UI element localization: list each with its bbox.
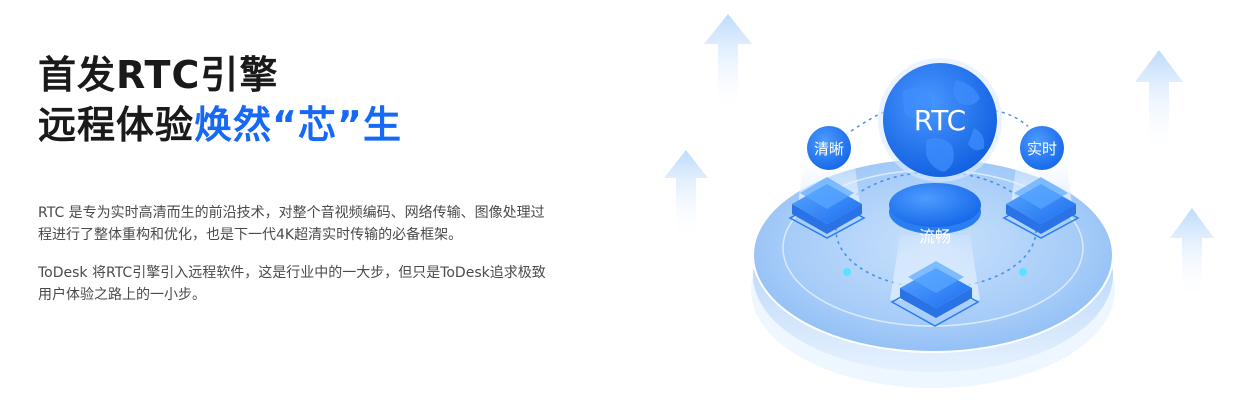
- up-arrow-icon: [1135, 50, 1183, 155]
- up-arrow-icon: [704, 14, 752, 115]
- up-arrow-icon: [1170, 208, 1214, 300]
- node-left-label: 清晰: [814, 140, 844, 158]
- description-paragraph-2: ToDesk 将RTC引擎引入远程软件，这是行业中的一大步，但只是ToDesk追…: [38, 265, 546, 303]
- globe-icon: [878, 58, 1002, 182]
- hero-title: 首发RTC引擎 远程体验焕然“芯”生: [38, 50, 578, 150]
- chip-icon: [788, 177, 866, 239]
- globe-label: RTC: [914, 104, 966, 137]
- chip-icon: [890, 261, 980, 327]
- hero-text: 首发RTC引擎 远程体验焕然“芯”生 RTC 是专为实时高清而生的前沿技术，对整…: [38, 50, 578, 306]
- title-line-2-accent: 焕然“芯”生: [194, 103, 402, 147]
- title-line-2-plain: 远程体验: [38, 103, 195, 147]
- description-paragraph-1: RTC 是专为实时高清而生的前沿技术，对整个音视频编码、网络传输、图像处理过程进…: [38, 205, 545, 243]
- rtc-illustration: 流畅 清晰 实时 RTC: [640, 0, 1249, 403]
- up-arrow-icon: [664, 150, 708, 240]
- node-center-label: 流畅: [919, 227, 951, 246]
- chip-icon: [1002, 177, 1080, 239]
- node-right-label: 实时: [1027, 140, 1057, 158]
- title-line-1: 首发RTC引擎: [38, 53, 279, 97]
